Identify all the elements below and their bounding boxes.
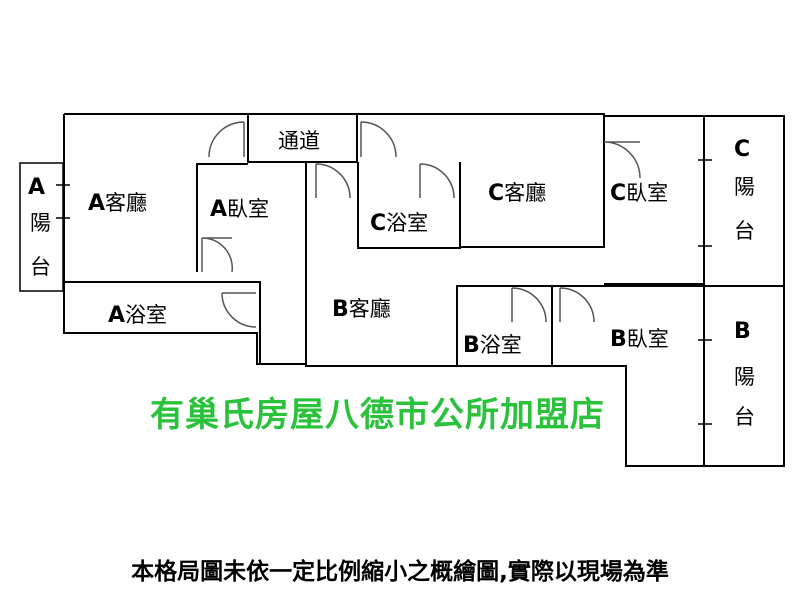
c-bedroom-wall bbox=[604, 116, 705, 285]
b-balcony-char-1: 陽 bbox=[734, 365, 755, 389]
a-balcony-char-1: 陽 bbox=[30, 211, 51, 235]
c-living-wall bbox=[459, 114, 605, 248]
door-icon bbox=[559, 287, 595, 323]
passage-wall bbox=[247, 114, 358, 163]
a-bedroom-label: A臥室 bbox=[210, 197, 269, 222]
a-balcony-char-2: 台 bbox=[30, 255, 51, 279]
door-icon bbox=[603, 141, 641, 179]
c-bath-label: C浴室 bbox=[370, 211, 428, 236]
b-balcony-char-2: 台 bbox=[734, 405, 755, 429]
c-balcony-letter: C bbox=[734, 137, 750, 162]
b-bath-wall bbox=[456, 285, 553, 366]
door-icon bbox=[201, 237, 234, 273]
door-icon bbox=[208, 121, 245, 158]
b-bedroom-label: B臥室 bbox=[610, 327, 669, 352]
a-balcony-letter: A bbox=[28, 175, 45, 200]
a-living-label: A客廳 bbox=[88, 191, 147, 216]
a-balcony-outline bbox=[19, 162, 64, 292]
b-balcony-letter: B bbox=[734, 319, 751, 344]
agency-watermark: 有巢氏房屋八德市公所加盟店 bbox=[150, 395, 605, 435]
c-bedroom-label: C臥室 bbox=[610, 181, 668, 206]
door-icon bbox=[315, 163, 351, 199]
disclaimer-note: 本格局圖未依一定比例縮小之概繪圖,實際以現場為準 bbox=[131, 559, 669, 585]
a-bedroom-wall bbox=[196, 163, 248, 272]
door-icon bbox=[221, 292, 257, 328]
door-icon bbox=[360, 121, 397, 158]
passage-label: 通道 bbox=[278, 129, 320, 153]
a-bath-wall bbox=[64, 281, 261, 364]
c-balcony-char-1: 陽 bbox=[734, 175, 755, 199]
c-balcony-char-2: 台 bbox=[734, 219, 755, 243]
b-bath-label: B浴室 bbox=[463, 333, 522, 358]
b-living-label: B客廳 bbox=[332, 297, 391, 322]
a-bath-label: A浴室 bbox=[108, 303, 167, 328]
door-icon bbox=[511, 287, 547, 323]
door-icon bbox=[419, 163, 455, 199]
c-living-label: C客廳 bbox=[488, 181, 546, 206]
b-bedroom-wall bbox=[552, 285, 705, 466]
